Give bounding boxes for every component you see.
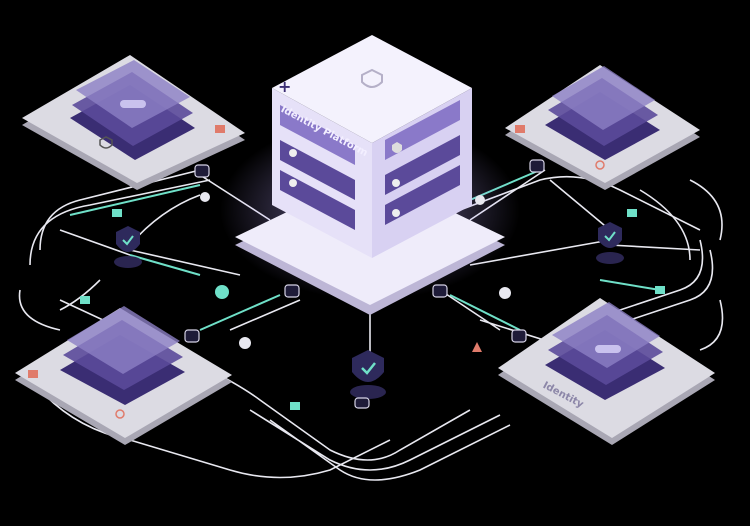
connector-nodes [184, 159, 545, 409]
check-icon [122, 235, 134, 246]
toggle-knob [289, 149, 297, 157]
cube-left-panels: + [278, 77, 355, 230]
check-icon [361, 362, 376, 375]
central-server: + [220, 35, 520, 315]
toggle-knob [289, 179, 297, 187]
plus-icon: + [278, 77, 291, 96]
shield-lock-icon [392, 142, 402, 153]
lock-icon [499, 287, 511, 299]
shield-node-right [596, 222, 624, 264]
toggle-knob [392, 209, 400, 217]
warning-icon [472, 342, 482, 352]
teal-connections [69, 169, 661, 331]
toggle-icon [595, 345, 621, 353]
cube-right-panels [385, 100, 460, 225]
shield-icon [361, 68, 383, 88]
check-icon [215, 285, 229, 299]
platform-bottom-right [498, 298, 715, 445]
alert-icon [595, 160, 605, 170]
platform-top-right [505, 65, 700, 190]
lock-icon [239, 337, 251, 349]
alert-icon [115, 409, 125, 419]
warning-icon [28, 370, 38, 378]
toggle-icon [120, 100, 146, 108]
platform-bottom-left [15, 306, 232, 445]
shield-icon [99, 136, 113, 149]
status-markers [80, 192, 665, 410]
shield-node-left [114, 226, 142, 268]
warning-icon [515, 125, 525, 133]
shield-node-bottom [350, 350, 386, 399]
platform-top-left [22, 55, 245, 190]
check-icon [604, 231, 616, 242]
warning-icon [215, 125, 225, 133]
toggle-knob [392, 179, 400, 187]
